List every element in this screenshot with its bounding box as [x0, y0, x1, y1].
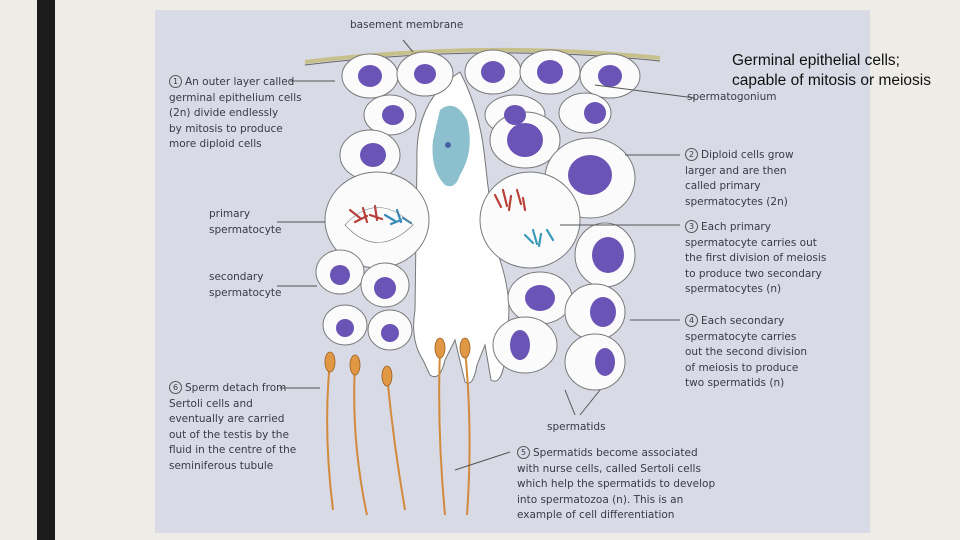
nucleus [382, 105, 404, 125]
nucleus [336, 319, 354, 337]
step-4-text: Each secondary spermatocyte carries out … [685, 315, 808, 389]
sperm-group [326, 349, 471, 516]
step-6-number: 6 [169, 381, 182, 394]
nucleus [590, 297, 616, 327]
leader-line [579, 389, 601, 416]
nucleus [592, 237, 624, 273]
leader-line [594, 84, 696, 99]
step-6-text: Sperm detach from Sertoli cells and even… [169, 382, 297, 472]
step-3-text: Each primary spermatocyte carries out th… [685, 221, 827, 295]
label-spermatogonium: spermatogonium [687, 91, 777, 103]
label-secondary-spermatocyte: secondary spermatocyte [209, 271, 282, 299]
nucleus [374, 277, 396, 299]
step-1-number: 1 [169, 75, 182, 88]
label-primary-spermatocyte: primary spermatocyte [209, 208, 282, 236]
sperm-head [434, 337, 446, 359]
caption-line-1: Germinal epithelial cells; [732, 52, 900, 69]
step-1-text: An outer layer called germinal epitheliu… [169, 76, 302, 150]
step-4-number: 4 [685, 314, 698, 327]
step-5-number: 5 [517, 446, 530, 459]
nucleus [525, 285, 555, 311]
step-2-text: Diploid cells grow larger and are then c… [685, 149, 794, 208]
nucleus [584, 102, 606, 124]
slide-caption: Germinal epithelial cells; capable of mi… [732, 51, 960, 91]
leader-line [564, 389, 576, 416]
nucleus [504, 105, 526, 125]
sperm-head [459, 337, 471, 359]
caption-line-2: capable of mitosis or meiosis [732, 72, 931, 89]
chromosomes-primary-spermatocyte [348, 204, 384, 224]
sertoli-nucleus [432, 105, 470, 187]
step-5-text: Spermatids become associated with nurse … [517, 447, 716, 521]
sperm-head [349, 354, 361, 376]
sperm-head [324, 351, 336, 373]
sperm-head [381, 365, 393, 387]
dividing-cell [479, 171, 581, 269]
nucleus [595, 348, 615, 376]
nucleus [537, 60, 563, 84]
nucleus [598, 65, 622, 87]
chromosomes-secondary-division [493, 188, 527, 212]
slide-side-bar [37, 0, 55, 540]
nucleus [330, 265, 350, 285]
nucleus [568, 155, 612, 195]
label-spermatids: spermatids [547, 421, 606, 433]
nucleus [414, 64, 436, 84]
seminiferous-tubule-diagram: basement membrane spermatogonium primary… [155, 10, 870, 533]
nucleus [360, 143, 386, 167]
nucleus [510, 330, 530, 360]
nucleus [358, 65, 382, 87]
nucleus [381, 324, 399, 342]
diagram-drawing [277, 39, 696, 516]
label-basement-membrane: basement membrane [350, 19, 464, 31]
step-2-number: 2 [685, 148, 698, 161]
nucleus [481, 61, 505, 83]
leader-line [454, 451, 511, 471]
leader-line [402, 39, 414, 53]
step-3-number: 3 [685, 220, 698, 233]
nucleus [507, 123, 543, 157]
